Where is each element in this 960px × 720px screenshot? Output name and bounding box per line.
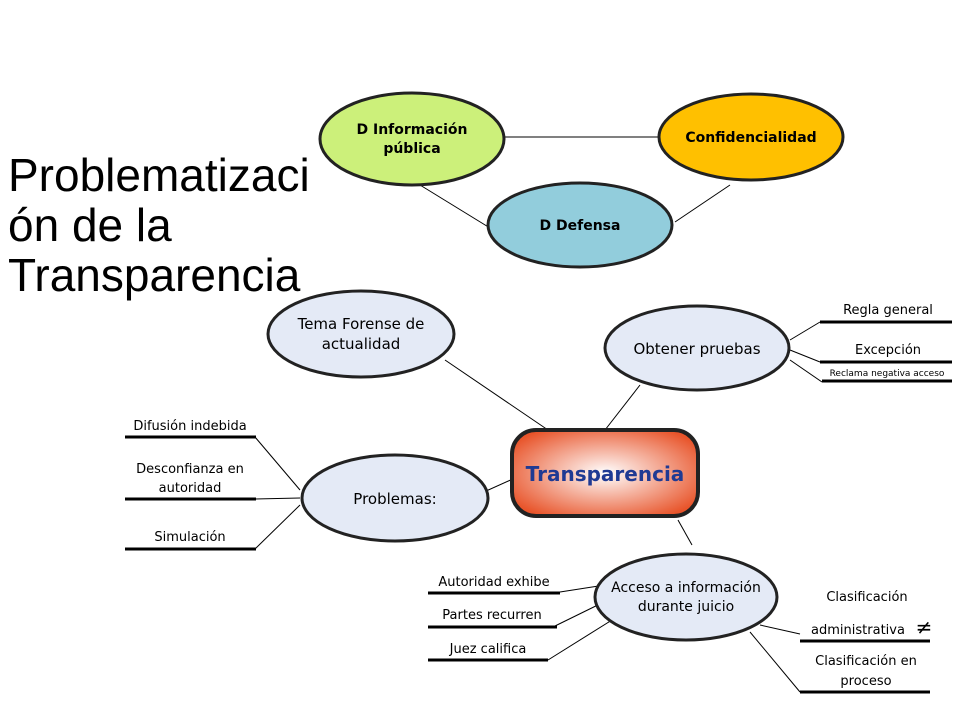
label-clasif-admin-2: administrativa: [811, 623, 905, 638]
node-obtener-pruebas: Obtener pruebas: [603, 304, 791, 392]
branch-labels: Regla general Excepción Reclama negativa…: [133, 303, 945, 689]
connector-center-acceso: [677, 519, 693, 546]
connector-pruebas-regla: [789, 321, 821, 341]
title-line-3: Transparencia: [8, 249, 301, 301]
svg-text:Transparencia: Transparencia: [526, 462, 685, 486]
label-clasif-admin-1: Clasificación: [826, 590, 907, 605]
svg-text:D Información: D Información: [356, 122, 467, 138]
connector-pruebas-center: [604, 384, 641, 431]
slide-title: Problematizaci ón de la Transparencia: [8, 150, 338, 300]
svg-text:pública: pública: [383, 141, 440, 157]
node-acceso-informacion: Acceso a información durante juicio: [593, 552, 779, 642]
connector-acceso-admin: [759, 624, 801, 635]
node-problemas: Problemas:: [300, 453, 490, 543]
connector-acceso-proceso: [749, 631, 801, 693]
svg-text:Acceso a información: Acceso a información: [611, 580, 761, 596]
not-equal-sign: ≠: [916, 615, 933, 639]
label-clasif-proceso-1: Clasificación en: [815, 654, 917, 669]
svg-text:Problemas:: Problemas:: [353, 490, 436, 508]
label-simulacion: Simulación: [154, 530, 225, 545]
connector-acceso-juez: [547, 614, 621, 661]
svg-text:D Defensa: D Defensa: [540, 218, 621, 234]
connector-pruebas-excepcion: [789, 349, 821, 363]
connector-tema-center: [444, 359, 549, 431]
node-d-informacion: D Información pública: [318, 91, 506, 187]
label-juez-califica: Juez califica: [449, 642, 527, 657]
label-regla-general: Regla general: [843, 303, 933, 318]
label-difusion-indebida: Difusión indebida: [133, 419, 246, 434]
label-reclama-negativa: Reclama negativa acceso: [830, 369, 945, 379]
connector-pruebas-reclama: [789, 359, 823, 383]
connector-info-defensa: [419, 184, 491, 229]
connector-problemas-simulacion: [254, 504, 301, 550]
connector-defensa-confidencialidad: [674, 184, 731, 223]
svg-text:Obtener pruebas: Obtener pruebas: [633, 340, 760, 358]
svg-text:Confidencialidad: Confidencialidad: [685, 130, 816, 146]
svg-text:Tema Forense de: Tema Forense de: [297, 315, 425, 333]
label-desconfianza-2: autoridad: [159, 481, 222, 496]
label-excepcion: Excepción: [855, 343, 921, 358]
node-d-defensa: D Defensa: [486, 181, 674, 269]
label-desconfianza-1: Desconfianza en: [136, 462, 244, 477]
connectors: [254, 136, 823, 693]
svg-text:actualidad: actualidad: [322, 335, 401, 353]
connector-problemas-desconfianza: [254, 497, 301, 500]
label-partes-recurren: Partes recurren: [442, 608, 541, 623]
svg-text:durante juicio: durante juicio: [638, 599, 734, 615]
node-tema-forense: Tema Forense de actualidad: [266, 289, 456, 379]
label-autoridad-exhibe: Autoridad exhibe: [438, 575, 549, 590]
node-transparencia: Transparencia: [510, 428, 700, 518]
title-line-1: Problematizaci: [8, 149, 310, 201]
connector-problemas-difusion: [254, 436, 301, 491]
label-underlines: [125, 320, 952, 694]
label-clasif-proceso-2: proceso: [840, 674, 891, 689]
node-confidencialidad: Confidencialidad: [657, 92, 845, 182]
title-line-2: ón de la: [8, 199, 172, 251]
